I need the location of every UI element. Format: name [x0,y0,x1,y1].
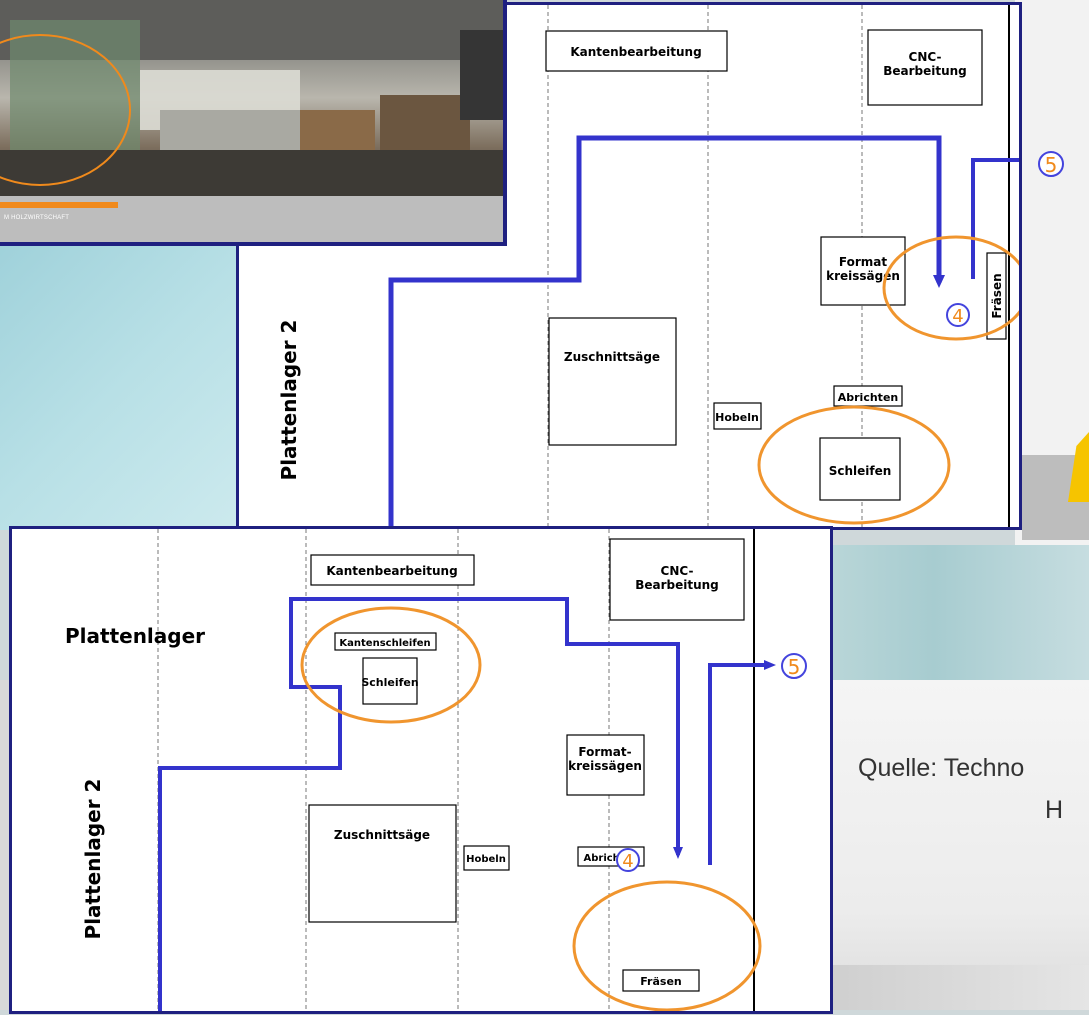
layout-bottom-svg: Plattenlager Plattenlager 2 Kantenbearbe… [65,529,807,1012]
svg-text:Zuschnittsäge: Zuschnittsäge [564,350,660,364]
storage-label: Plattenlager [65,624,205,648]
svg-text:Kantenbearbeitung: Kantenbearbeitung [570,45,701,59]
station-format-saw: Format- kreissägen [566,734,645,796]
step-marker-4: 4 [946,303,970,327]
svg-text:Zuschnittsäge: Zuschnittsäge [334,828,430,842]
workshop-layout-diagram-bottom: Plattenlager Plattenlager 2 Kantenbearbe… [9,526,833,1014]
storage-label-2: Plattenlager 2 [81,779,105,940]
svg-text:Kantenbearbeitung: Kantenbearbeitung [326,564,457,578]
svg-text:4: 4 [952,306,963,327]
station-milling: Fräsen [622,969,700,992]
station-edge-processing: Kantenbearbeitung [545,30,728,72]
column-guides [547,5,863,527]
svg-text:5: 5 [788,655,801,679]
svg-text:kreissägen: kreissägen [826,269,900,283]
background-teal-panel [0,240,245,530]
svg-text:Schleifen: Schleifen [361,676,418,689]
station-cnc: CNC- Bearbeitung [867,29,983,106]
station-milling: Fräsen [986,252,1007,340]
step-marker-5-top: 5 [1038,151,1064,177]
svg-text:Abrichten: Abrichten [584,853,639,864]
station-cut-saw: Zuschnittsäge [308,804,457,923]
flow-arrowhead-right [764,660,776,670]
station-sanding: Schleifen [361,657,419,705]
station-jointing: Abrichten [833,385,903,407]
svg-text:Fräsen: Fräsen [640,975,682,988]
svg-text:Fräsen: Fräsen [990,273,1004,318]
source-citation: Quelle: Techno [858,754,1025,782]
svg-text:Hobeln: Hobeln [466,854,506,865]
step-marker-4: 4 [616,848,640,872]
background-teal-band [830,545,1089,680]
highlight-ellipse-sanding [757,405,951,525]
station-planing: Hobeln [463,845,510,871]
station-cnc: CNC- Bearbeitung [609,538,745,621]
step-marker-5: 5 [781,653,807,679]
highlight-ellipse-sanding [300,606,482,724]
photo-accent-line [0,202,118,208]
svg-text:Abrichten: Abrichten [838,391,898,404]
svg-text:Bearbeitung: Bearbeitung [883,64,967,78]
photo-caption: M HOLZWIRTSCHAFT [4,215,70,221]
svg-text:5: 5 [1045,153,1058,177]
material-flow-exit [708,663,764,865]
layout-top-svg: Kantenbearbeitung CNC- Bearbeitung Forma… [277,5,1042,527]
svg-text:Schleifen: Schleifen [829,464,892,478]
svg-text:4: 4 [622,851,633,872]
svg-text:Hobeln: Hobeln [715,411,759,424]
background-slide-body [830,680,1089,1010]
station-sanding: Schleifen [819,437,901,501]
svg-text:Kantenschleifen: Kantenschleifen [339,638,430,649]
station-edge-processing: Kantenbearbeitung [310,554,475,586]
svg-text:CNC-: CNC- [909,50,942,64]
background-footer-bar [830,965,1089,1010]
station-cut-saw: Zuschnittsäge [548,317,677,446]
material-flow-path [388,135,942,527]
material-flow-path [158,597,680,1011]
workshop-layout-diagram-top: Kantenbearbeitung CNC- Bearbeitung Forma… [236,2,1042,530]
flow-arrowhead-down [933,275,945,288]
source-citation-line2: H [1045,796,1064,824]
photo-scene-svg [0,0,503,196]
svg-text:Format: Format [839,255,887,269]
workshop-photo-image [0,0,503,196]
storage-label: Plattenlager 2 [277,320,301,481]
flow-arrowhead-down [673,847,683,859]
station-planing: Hobeln [713,402,762,430]
station-format-saw: Format kreissägen [820,236,906,306]
svg-text:kreissägen: kreissägen [568,759,642,773]
station-edge-sanding: Kantenschleifen [334,632,437,651]
svg-text:Format-: Format- [578,745,631,759]
workshop-photo: M HOLZWIRTSCHAFT [0,0,507,246]
svg-text:Bearbeitung: Bearbeitung [635,578,719,592]
svg-text:CNC-: CNC- [661,564,694,578]
